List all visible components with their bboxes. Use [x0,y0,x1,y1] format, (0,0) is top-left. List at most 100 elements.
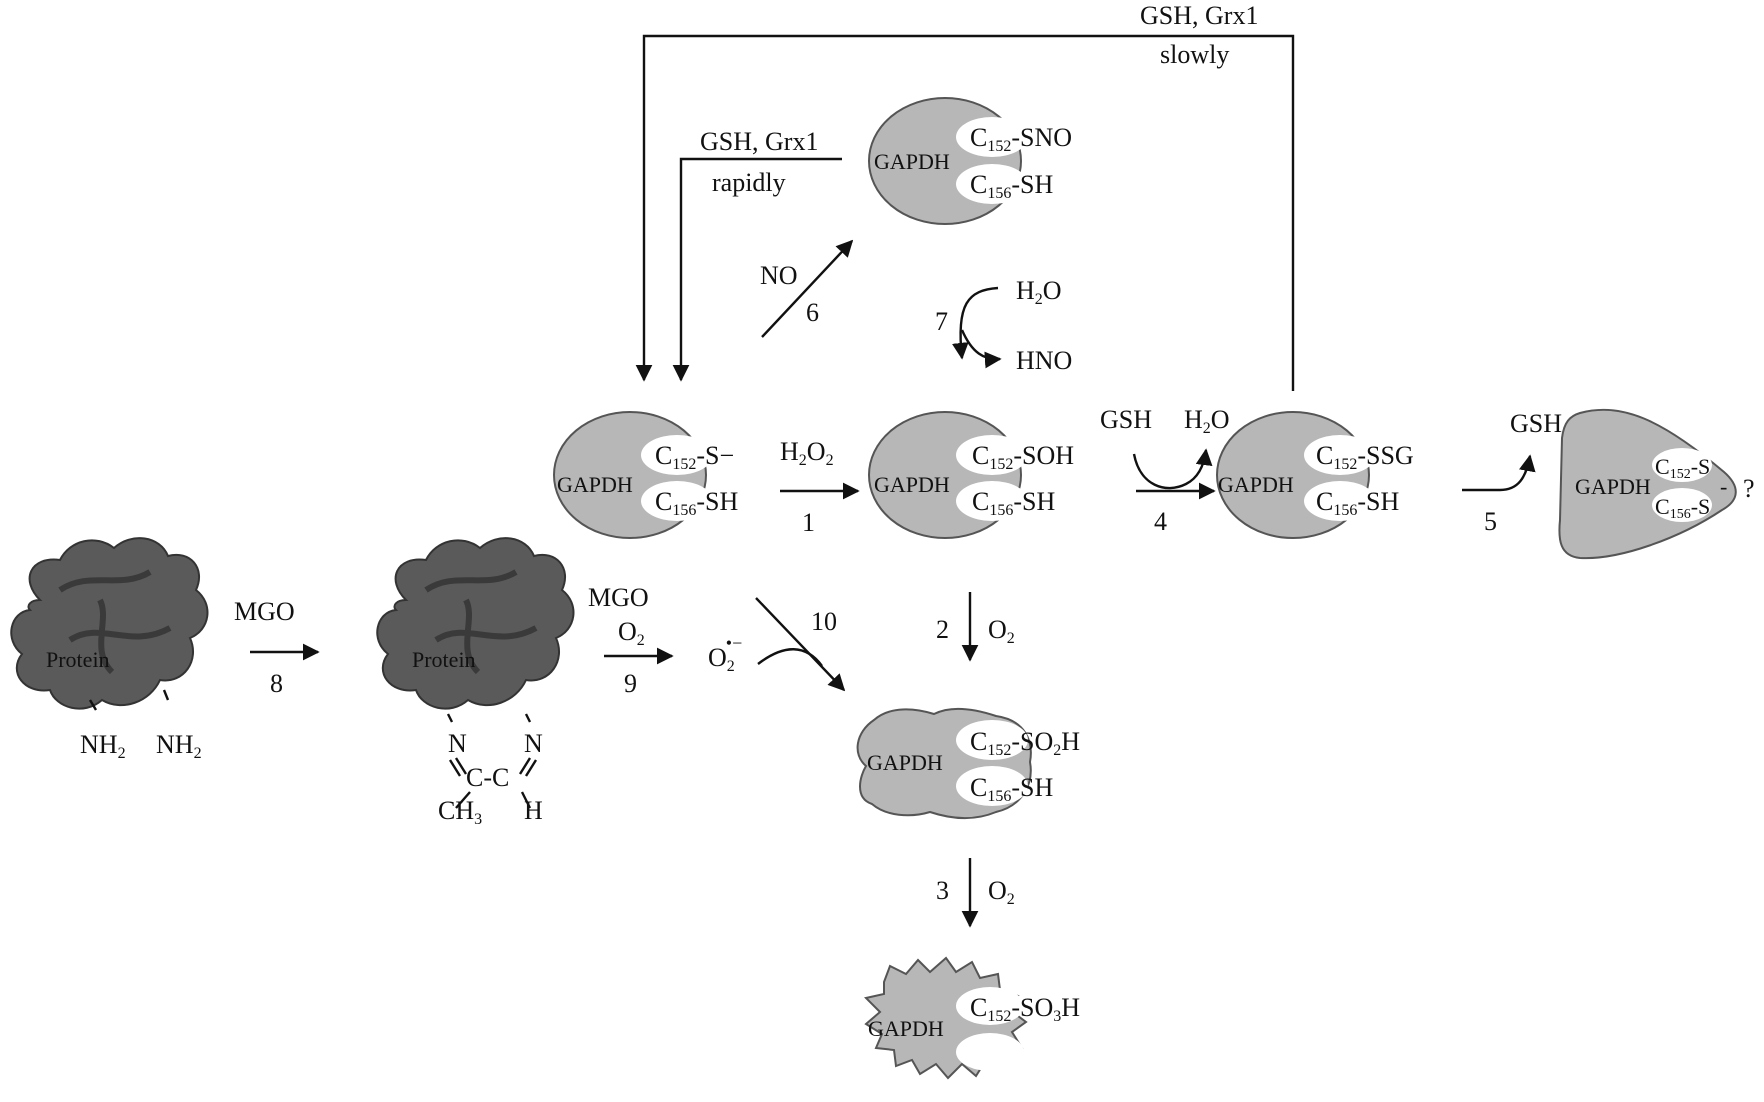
reaction-10-number: 10 [811,607,837,636]
reaction-1: H2O2 1 [780,437,860,537]
active-site-pocket [641,481,713,521]
reaction-10: 10 O2•− [708,597,846,692]
reaction-5: GSH 5 [1462,409,1562,536]
reaction-9-oxygen: O2 [618,617,645,649]
cys152-label: C152-S [1655,454,1710,482]
reaction-10-arrow [755,597,846,692]
amine-bond [88,699,98,711]
reaction-3-reagent: O2 [988,876,1015,908]
reaction-6: NO 6 [760,239,854,338]
reaction-3: 3 O2 [936,858,1015,928]
active-site-pocket [956,164,1028,204]
reaction-7-water: H2O [1016,276,1062,308]
reaction-7-hno: HNO [1016,346,1072,375]
cys152-label: C152-SO2H [970,727,1080,759]
reaction-9-number: 9 [624,669,637,698]
cys156-label: C156-SH [970,170,1053,202]
gapdh-thiolate: GAPDH C152-S− C156-SH [553,411,738,539]
reaction-2-number: 2 [936,615,949,644]
reaction-8-number: 8 [270,669,283,698]
reaction-6-arrow [761,239,854,338]
reaction-8: MGO 8 [234,597,320,698]
hydrogen-atom: H [524,796,543,825]
imine-bond [524,713,532,723]
disulfide-bond: - [1720,474,1727,499]
amine-bond [162,689,170,701]
reaction-8-reagent: MGO [234,597,295,626]
methyl-bond [455,791,471,809]
active-site-pocket [956,435,1028,475]
reaction-4-curve [1132,448,1213,490]
gapdh-so3h: GAPDH C152-SO3H [864,956,1080,1080]
active-site-pocket [641,435,713,475]
enzyme-name: GAPDH [1575,474,1651,499]
reaction-9-reagent: MGO [588,583,649,612]
gapdh-ssg: GAPDH C152-SSG C156-SH [1216,411,1414,539]
double-bond [518,757,532,775]
active-site-pocket [1304,481,1376,521]
enzyme-name: GAPDH [868,1016,944,1041]
double-bond [524,759,538,777]
active-site-pocket [956,987,1024,1025]
reaction-7-number: 7 [935,307,948,336]
active-site-pocket [1652,448,1712,482]
rapid-regeneration-loop: GSH, Grx1 rapidly [672,127,842,382]
nitrogen-atom: N [524,729,543,758]
nitrogen-atom: N [448,729,467,758]
gapdh-sno: GAPDH C152-SNO C156-SH [868,97,1072,225]
enzyme-name: GAPDH [1218,472,1294,497]
reaction-4: GSH H2O 4 [1100,405,1230,536]
reaction-5-number: 5 [1484,507,1497,536]
reaction-9: MGO O2 9 [588,583,674,698]
cys152-label: C152-SNO [970,123,1072,155]
cys156-label: C156-S [1655,494,1710,522]
protein-native: Protein NH2 NH2 [10,537,209,762]
reaction-6-number: 6 [806,298,819,327]
amine-group: NH2 [156,730,202,762]
slow-loop-speed: slowly [1160,40,1229,69]
protein-folds [58,569,172,675]
active-site-pocket [956,117,1028,157]
reaction-4-gsh: GSH [1100,405,1152,434]
cys156-label: C156-SH [1316,487,1399,519]
reaction-6-reagent: NO [760,261,798,290]
slow-loop-reagents: GSH, Grx1 [1140,1,1258,30]
rapid-loop-arrow [672,157,842,382]
slow-regeneration-loop: GSH, Grx1 slowly [635,1,1295,391]
reaction-10-curve [757,648,823,667]
protein-label: Protein [46,647,110,672]
reaction-2-reagent: O2 [988,615,1015,647]
slow-loop-arrow [635,34,1295,391]
cys152-label: C152-SSG [1316,441,1414,473]
unknown-marker: ? [1743,474,1755,503]
rapid-loop-speed: rapidly [712,168,786,197]
imine-bond [446,713,454,723]
cys152-label: C152-SO3H [970,993,1080,1025]
reaction-4-number: 4 [1154,507,1167,536]
enzyme-name: GAPDH [557,472,633,497]
reaction-2: 2 O2 [936,592,1015,662]
hydrogen-bond-line [520,791,532,809]
gapdh-so2h: GAPDH C152-SO2H C156-SH [856,707,1080,820]
carbon-chain: C-C [466,763,509,792]
reaction-1-number: 1 [802,508,815,537]
active-site-pocket [956,1033,1024,1071]
cys156-label: C156-SH [655,487,738,519]
protein-modified: Protein N N C-C CH3 H [376,537,575,828]
cys156-label: C156-SH [970,773,1053,805]
rapid-loop-reagents: GSH, Grx1 [700,127,818,156]
reaction-5-arrow [1462,454,1536,492]
cys152-label: C152-S− [655,441,734,473]
reaction-3-number: 3 [936,876,949,905]
protein-folds [424,569,538,675]
reaction-4-water: H2O [1184,405,1230,437]
reaction-5-gsh: GSH [1510,409,1562,438]
active-site-pocket [956,720,1028,760]
reaction-1-reagent: H2O2 [780,437,834,469]
gapdh-soh: GAPDH C152-SOH C156-SH [868,411,1074,539]
protein-body [376,537,575,710]
enzyme-name: GAPDH [874,149,950,174]
cys152-label: C152-SOH [972,441,1074,473]
